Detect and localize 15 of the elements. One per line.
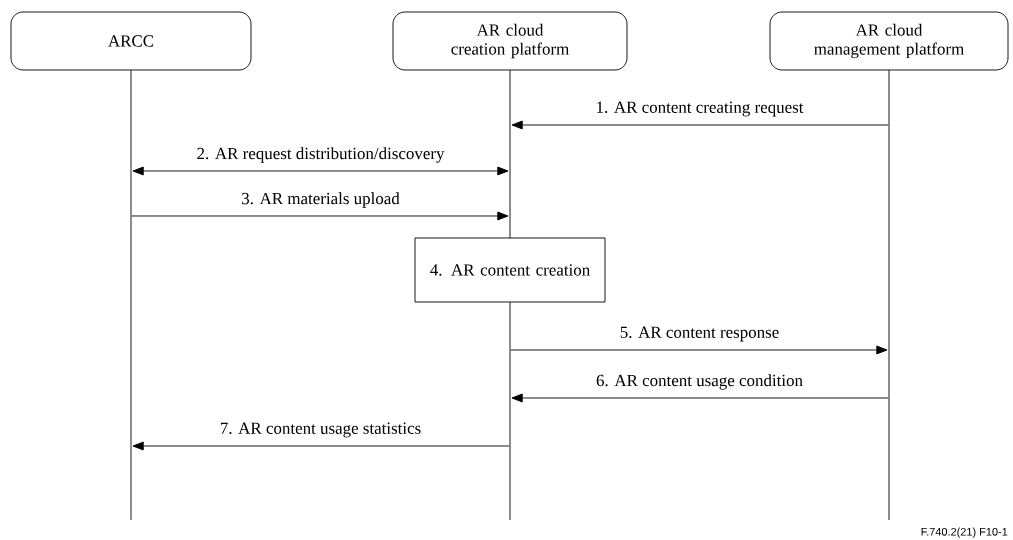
message-arrow: [132, 166, 509, 176]
edge-label: 5. AR content response: [620, 326, 779, 342]
edge-label: 1. AR content creating request: [597, 101, 804, 117]
edge-label: 3. AR materials upload: [242, 192, 400, 208]
edge-label: 7. AR content usage statistics: [220, 422, 421, 438]
message-arrow: [510, 345, 888, 355]
participant-box: ARCC: [10, 11, 252, 71]
message-arrow: [511, 120, 889, 130]
participant-box: AR cloud management platform: [769, 11, 1009, 71]
edge-label: 6. AR content usage condition: [596, 374, 803, 390]
message-arrow: [131, 211, 509, 221]
participant-box: AR cloud creation platform: [392, 11, 628, 71]
message-arrow: [132, 441, 510, 451]
edge-label: 2. AR request distribution/discovery: [197, 147, 445, 163]
message-arrow: [511, 393, 889, 403]
